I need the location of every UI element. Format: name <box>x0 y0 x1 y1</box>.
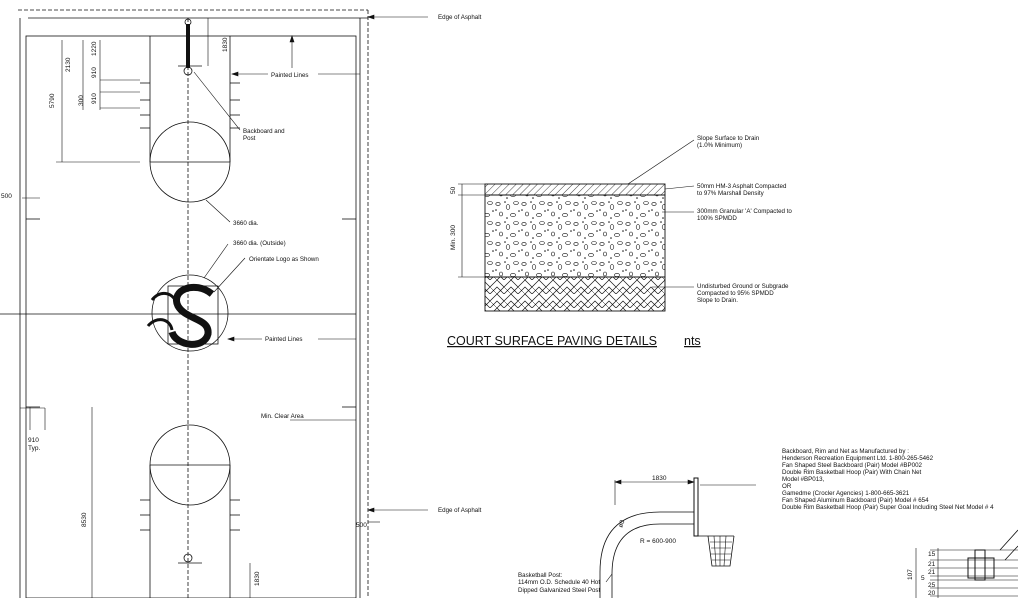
dim-910b: 910 <box>91 93 98 104</box>
dim-5790: 5790 <box>49 93 56 108</box>
clear-area-label: Min. Clear Area <box>261 413 304 420</box>
footing-detail: 15 21 21 5 25 20 107 <box>907 529 1018 598</box>
dim-910-typ: 910 <box>28 437 39 444</box>
footing-dim-107: 107 <box>907 569 914 580</box>
footing-dim: 21 <box>928 569 936 576</box>
footing-dim: 15 <box>928 551 936 558</box>
painted-lines-top-label: Painted Lines <box>271 72 309 79</box>
bottom-key-circle <box>149 424 231 506</box>
top-post <box>186 24 190 68</box>
ground-label-3: Slope to Drain. <box>697 297 738 304</box>
ground-label: Undisturbed Ground or Subgrade <box>697 283 789 290</box>
equipment-note: Backboard, Rim and Net as Manufactured b… <box>782 448 994 511</box>
granular-layer <box>484 194 666 278</box>
backboard-label: Backboard and <box>243 128 285 135</box>
post-backboard <box>693 477 699 537</box>
equipment-line: Double Rim Basketball Hoop (Pair) Super … <box>782 504 994 511</box>
edge-asphalt-top-label: Edge of Asphalt <box>438 14 482 21</box>
post-label-3: Dipped Galvanized Steel Post <box>518 587 600 594</box>
paving-detail: 50 Min. 300 Slope Surface to Drain (1.0%… <box>447 135 792 348</box>
subgrade-layer <box>484 276 666 312</box>
asphalt-layer <box>484 183 666 196</box>
slope-label: Slope Surface to Drain <box>697 135 760 142</box>
footing-dim: 21 <box>928 561 936 568</box>
paving-title-nts: nts <box>684 334 701 348</box>
equipment-line: Double Rim Basketball Hoop (Pair) With C… <box>782 469 922 476</box>
slope-label-2: (1.0% Minimum) <box>697 142 742 149</box>
equipment-line: Henderson Recreation Equipment Ltd. 1-80… <box>782 455 934 462</box>
dim-b0: ø0 <box>617 519 626 529</box>
dim-1220: 1220 <box>91 41 98 56</box>
dim-1830-bottom: 1830 <box>254 571 261 586</box>
post-label-2: 114mm O.D. Schedule 40 Hot <box>518 579 600 586</box>
equipment-line: OR <box>782 483 792 490</box>
edge-asphalt-bottom-label: Edge of Asphalt <box>438 507 482 514</box>
footing-dim: 20 <box>928 590 936 597</box>
equipment-line: Backboard, Rim and Net as Manufactured b… <box>782 448 909 455</box>
court-plan: 1830 2130 1220 910 910 300 5790 500 910 … <box>0 9 482 598</box>
dim-min300: Min. 300 <box>450 225 457 250</box>
footing-dim: 5 <box>921 575 925 582</box>
painted-lines-mid-label: Painted Lines <box>265 336 303 343</box>
dim-2130: 2130 <box>65 57 72 72</box>
radius-label: R = 600-900 <box>640 538 676 545</box>
dim-910-typ-label: Typ. <box>28 445 40 452</box>
granular-label-2: 100% SPMDD <box>697 215 737 222</box>
post-detail: 1830 R = 600-900 ø0 Basketball Post: 114… <box>518 475 756 598</box>
center-logo-circle <box>151 274 229 352</box>
dim-1830: 1830 <box>652 475 667 482</box>
dim-8530: 8530 <box>81 512 88 527</box>
dim-1830-top: 1830 <box>222 37 229 52</box>
dim-500-right: 500 <box>356 522 367 529</box>
dia-label: 3660 dia. <box>233 220 259 227</box>
dim-300: 300 <box>78 95 85 106</box>
footing-dim: 25 <box>928 582 936 589</box>
equipment-line: Model #BP013, <box>782 476 825 483</box>
equipment-line: Fan Shaped Steel Backboard (Pair) Model … <box>782 462 923 469</box>
equipment-line: Gamedme (Crocler Agencies) 1-800-665-362… <box>782 490 910 497</box>
top-key-circle <box>149 121 231 203</box>
ground-label-2: Compacted to 95% SPMDD <box>697 290 774 297</box>
dim-50: 50 <box>450 186 457 194</box>
asphalt-label: 50mm HM-3 Asphalt Compacted <box>697 183 787 190</box>
dim-500-left: 500 <box>1 193 12 200</box>
center-logo <box>146 283 219 348</box>
asphalt-label-2: to 97% Marshall Density <box>697 190 765 197</box>
paving-title: COURT SURFACE PAVING DETAILS <box>447 334 657 348</box>
court-outline <box>25 35 357 598</box>
backboard-label-post: Post <box>243 135 256 142</box>
dim-910a: 910 <box>91 67 98 78</box>
equipment-line: Fan Shaped Aluminum Backboard (Pair) Mod… <box>782 497 929 504</box>
post-net <box>707 535 735 567</box>
logo-orientation-label: Orientate Logo as Shown <box>249 256 319 263</box>
granular-label: 300mm Granular 'A' Compacted to <box>697 208 792 215</box>
dia-outside-label: 3660 dia. (Outside) <box>233 240 286 247</box>
post-label: Basketball Post: <box>518 572 563 579</box>
